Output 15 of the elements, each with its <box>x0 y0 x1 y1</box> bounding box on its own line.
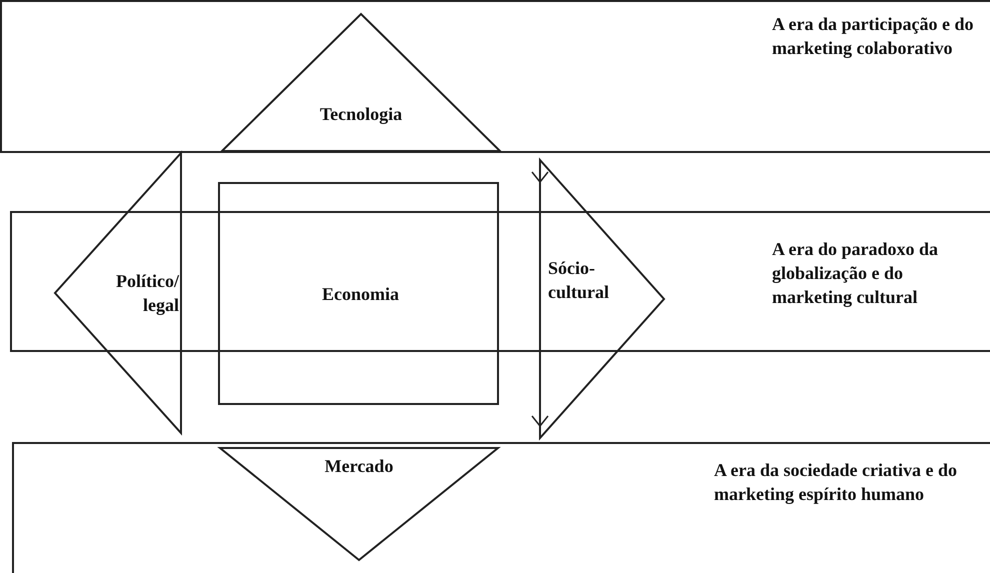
triangle-label: Mercado <box>324 455 394 478</box>
triangle-label: Sócio- cultural <box>548 257 610 304</box>
era-band <box>0 0 990 153</box>
era-text: A era da sociedade criativa e do marketing espírito humano <box>714 459 958 506</box>
triangle-shape <box>55 153 181 433</box>
box-label: Economia <box>320 283 400 306</box>
triangle-shape <box>220 448 498 560</box>
triangle-label: Político/ legal <box>115 270 179 317</box>
era-text: A era da participação e do marketing colaborativo <box>772 13 974 60</box>
era-text: A era do paradoxo da globalização e do marketing cultural <box>772 238 940 309</box>
triangle-label: Tecnologia <box>318 103 404 126</box>
triangle-shape <box>222 14 500 151</box>
era-band <box>12 442 990 573</box>
square-box <box>218 182 499 405</box>
era-band <box>10 211 990 352</box>
